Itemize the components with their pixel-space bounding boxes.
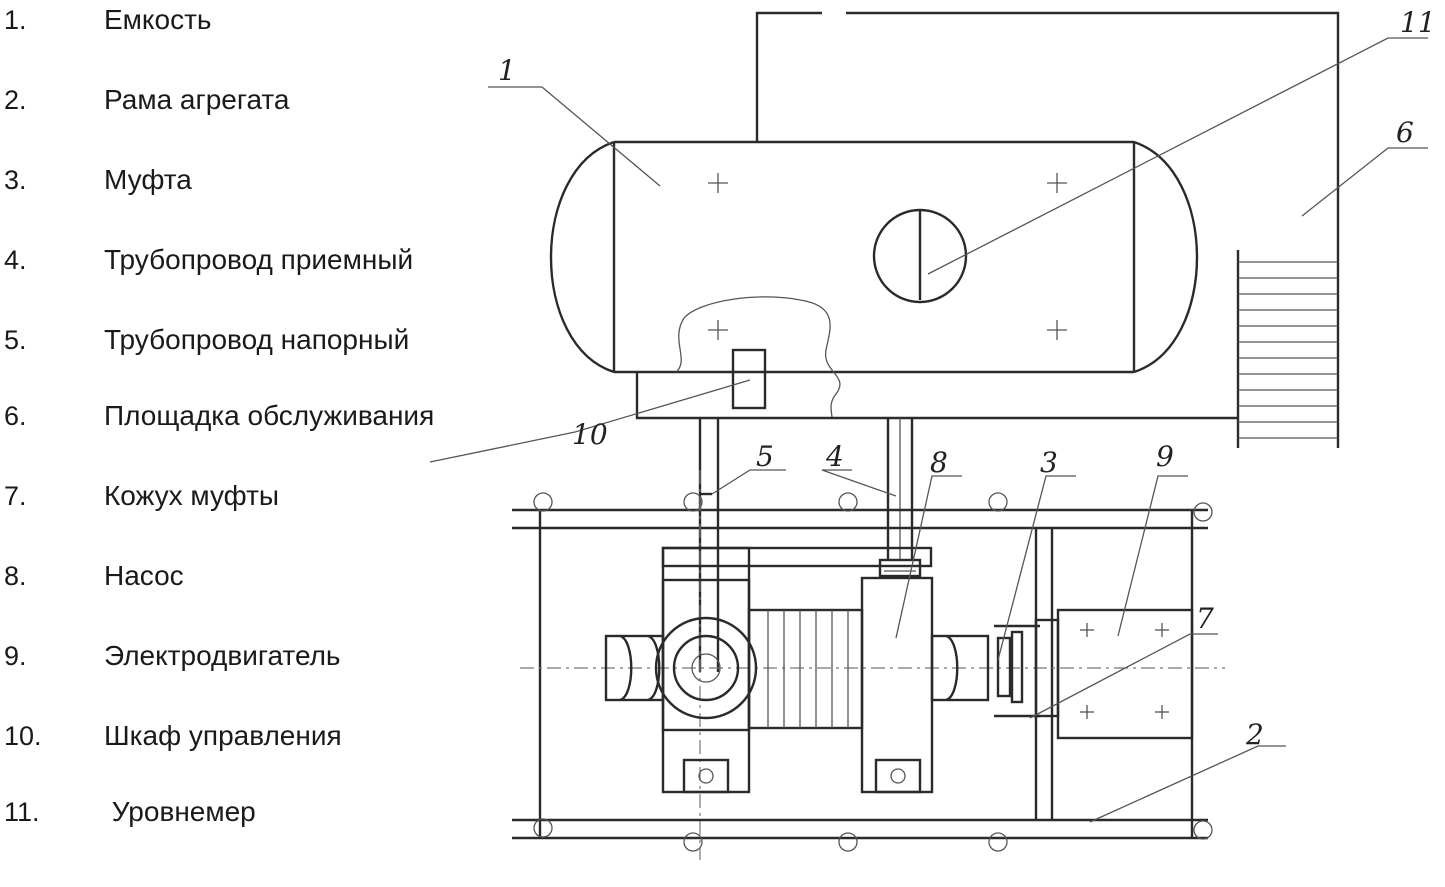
legend-item: 6. Площадка обслуживания — [0, 396, 520, 436]
legend-number: 10. — [4, 721, 42, 751]
legend-text: Трубопровод напорный — [104, 324, 410, 355]
legend-list: 1. Емкость 2. Рама агрегата 3. Муфта 4. Трубопр… — [0, 0, 520, 882]
legend-text: Насос — [104, 560, 184, 591]
legend-number: 7. — [4, 481, 27, 511]
legend-number: 6. — [4, 401, 27, 431]
legend-text: Шкаф управления — [104, 720, 342, 751]
service-platform — [1236, 250, 1338, 448]
electric-motor — [1056, 608, 1194, 740]
callout-9: 9 — [1156, 440, 1174, 473]
legend-item: 2. Рама агрегата — [0, 80, 520, 120]
legend-text: Емкость — [104, 4, 212, 35]
legend-item: 5. Трубопровод напорный — [0, 320, 520, 360]
level-gauge — [755, 11, 1340, 448]
legend-text: Электродвигатель — [104, 640, 341, 671]
callout-6: 6 — [1396, 116, 1414, 149]
legend-number: 2. — [4, 85, 27, 115]
legend-number: 9. — [4, 641, 27, 671]
legend-item: 3. Муфта — [0, 160, 520, 200]
legend-number: 8. — [4, 561, 27, 591]
callout-4: 4 — [825, 440, 844, 473]
control-cabinet — [635, 348, 1238, 420]
callout-11: 11 — [1400, 6, 1436, 39]
legend-text: Муфта — [104, 164, 192, 195]
legend-number: 5. — [4, 325, 27, 355]
callout-2: 2 — [1245, 718, 1264, 751]
callout-10: 10 — [572, 418, 608, 451]
legend-text: Площадка обслуживания — [104, 400, 435, 431]
callout-7: 7 — [1196, 602, 1214, 635]
vessel — [549, 140, 1199, 419]
legend-number: 4. — [4, 245, 27, 275]
legend-item: 9. Электродвигатель — [0, 636, 520, 676]
legend-text: Рама агрегата — [104, 84, 290, 115]
unit-frame — [512, 470, 1225, 860]
legend-text: Уровнемер — [104, 796, 256, 827]
callout-8: 8 — [930, 446, 948, 479]
legend-item: 11. Уровнемер — [0, 792, 520, 832]
legend-number: 3. — [4, 165, 27, 195]
legend-number: 11. — [4, 797, 40, 827]
callout-5: 5 — [756, 440, 774, 473]
legend-item: 10. Шкаф управления — [0, 716, 520, 756]
legend-text: Кожух муфты — [104, 480, 280, 511]
legend-item: 7. Кожух муфты — [0, 476, 520, 516]
leader-lines — [429, 37, 1428, 823]
callout-1: 1 — [498, 54, 516, 87]
legend-number: 1. — [4, 5, 27, 35]
legend-text: Трубопровод приемный — [104, 244, 414, 275]
pipelines — [698, 418, 922, 672]
pump — [604, 546, 990, 794]
legend-item: 4. Трубопровод приемный — [0, 240, 520, 280]
legend-item: 8. Насос — [0, 556, 520, 596]
callout-labels: 1 2 3 4 5 6 7 8 9 10 11 — [498, 6, 1436, 751]
callout-3: 3 — [1040, 446, 1058, 479]
legend-item: 1. Емкость — [0, 0, 520, 40]
